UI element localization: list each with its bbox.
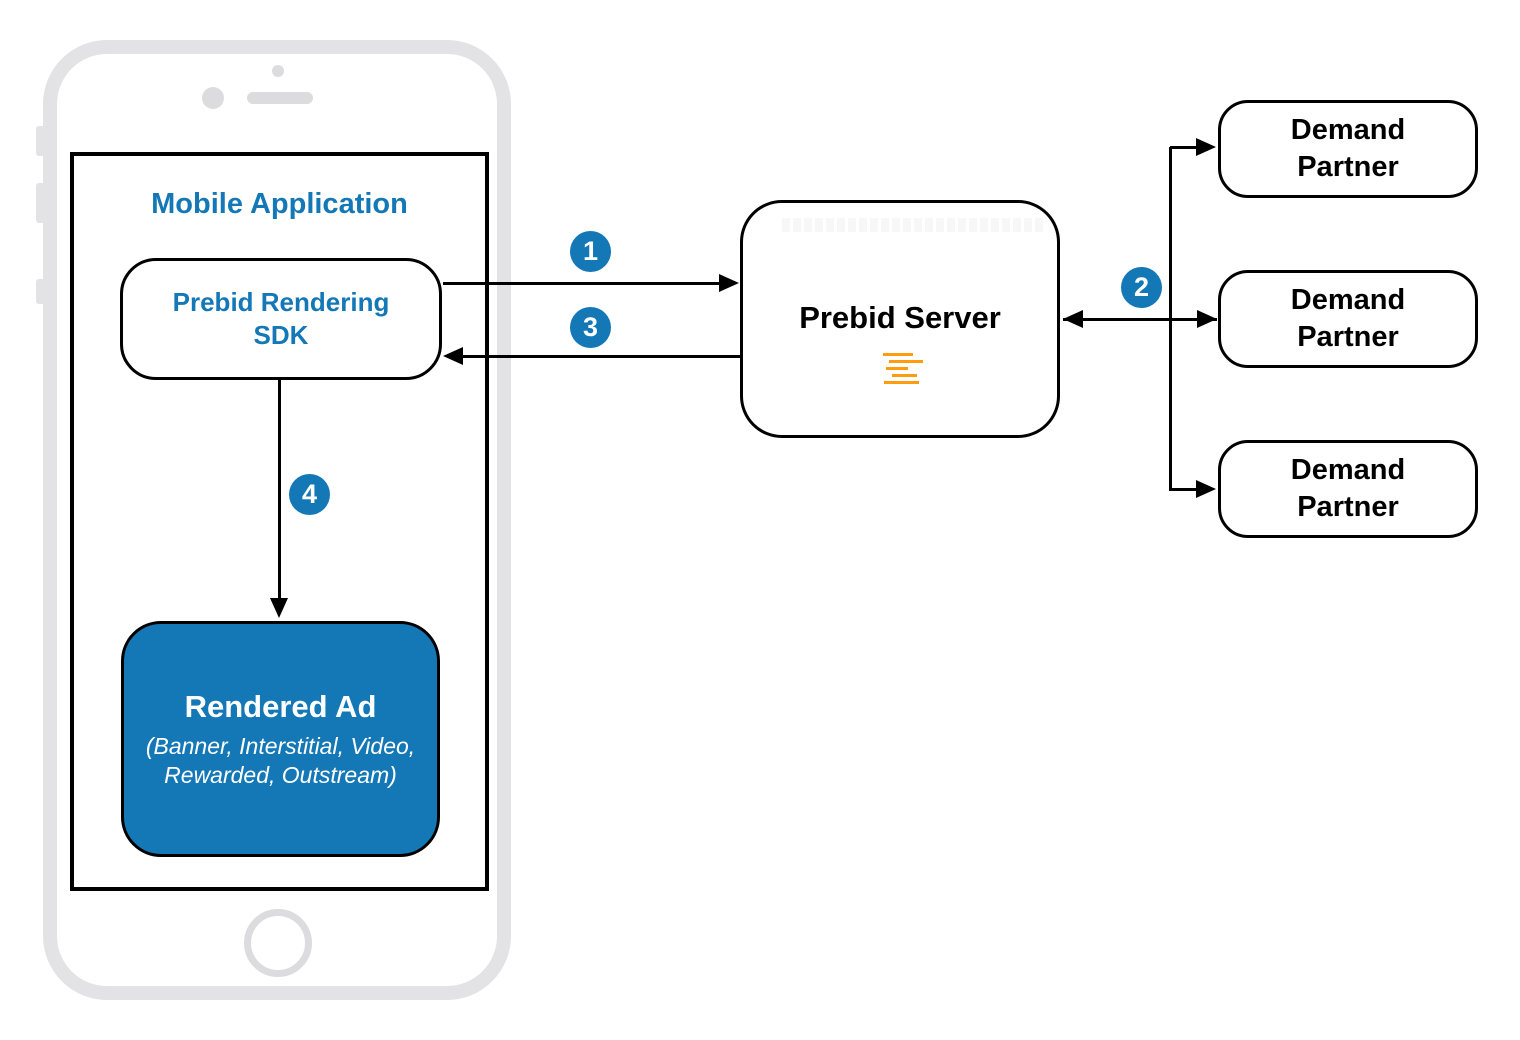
rendered-ad-title: Rendered Ad: [184, 688, 377, 724]
arrowhead-left-icon: [1063, 310, 1083, 328]
arrow-server-to-sdk: [462, 355, 740, 358]
arrowhead-right-icon: [1197, 310, 1217, 328]
demand-partner-label: Demand Partner: [1290, 284, 1406, 353]
prebid-logo-icon: [883, 353, 923, 384]
arrowhead-right-icon: [1196, 480, 1216, 498]
arrow-sdk-to-rendered-ad: [278, 379, 281, 600]
rendered-ad-box: Rendered Ad (Banner, Interstitial, Video…: [121, 621, 440, 857]
arrowhead-right-icon: [1196, 138, 1216, 156]
demand-trunk-line: [1169, 147, 1172, 491]
prebid-rendering-sdk-label: Prebid Rendering SDK: [172, 287, 390, 350]
demand-partner-box-1: Demand Partner: [1218, 100, 1478, 198]
volume-down-button: [36, 279, 45, 304]
arrow-server-demand-bidirectional: [1063, 318, 1217, 321]
volume-up-button: [36, 183, 45, 223]
server-watermark: [782, 218, 1046, 232]
demand-partner-box-3: Demand Partner: [1218, 440, 1478, 538]
demand-partner-label: Demand Partner: [1290, 114, 1406, 183]
branch-to-demand-partner-3: [1170, 488, 1198, 491]
prebid-server-label: Prebid Server: [799, 300, 1001, 335]
prebid-server-box: [740, 200, 1060, 438]
arrowhead-right-icon: [719, 274, 739, 292]
step-badge-1: 1: [570, 231, 611, 272]
arrowhead-down-icon: [270, 598, 288, 618]
arrow-sdk-to-server: [443, 282, 721, 285]
front-camera-icon: [202, 87, 224, 109]
branch-to-demand-partner-1: [1170, 146, 1198, 149]
mobile-app-title: Mobile Application: [151, 188, 408, 220]
demand-partner-label: Demand Partner: [1290, 454, 1406, 523]
step-badge-3: 3: [570, 307, 611, 348]
home-button: [244, 909, 312, 977]
speaker-icon: [247, 92, 313, 104]
proximity-sensor-icon: [272, 65, 284, 77]
rendered-ad-subtitle: (Banner, Interstitial, Video, Rewarded, …: [145, 732, 416, 788]
demand-partner-box-2: Demand Partner: [1218, 270, 1478, 368]
arrowhead-left-icon: [443, 347, 463, 365]
mute-switch: [36, 126, 45, 156]
step-badge-2: 2: [1121, 267, 1162, 308]
prebid-rendering-sdk-box: Prebid Rendering SDK: [120, 258, 442, 380]
step-badge-4: 4: [289, 474, 330, 515]
